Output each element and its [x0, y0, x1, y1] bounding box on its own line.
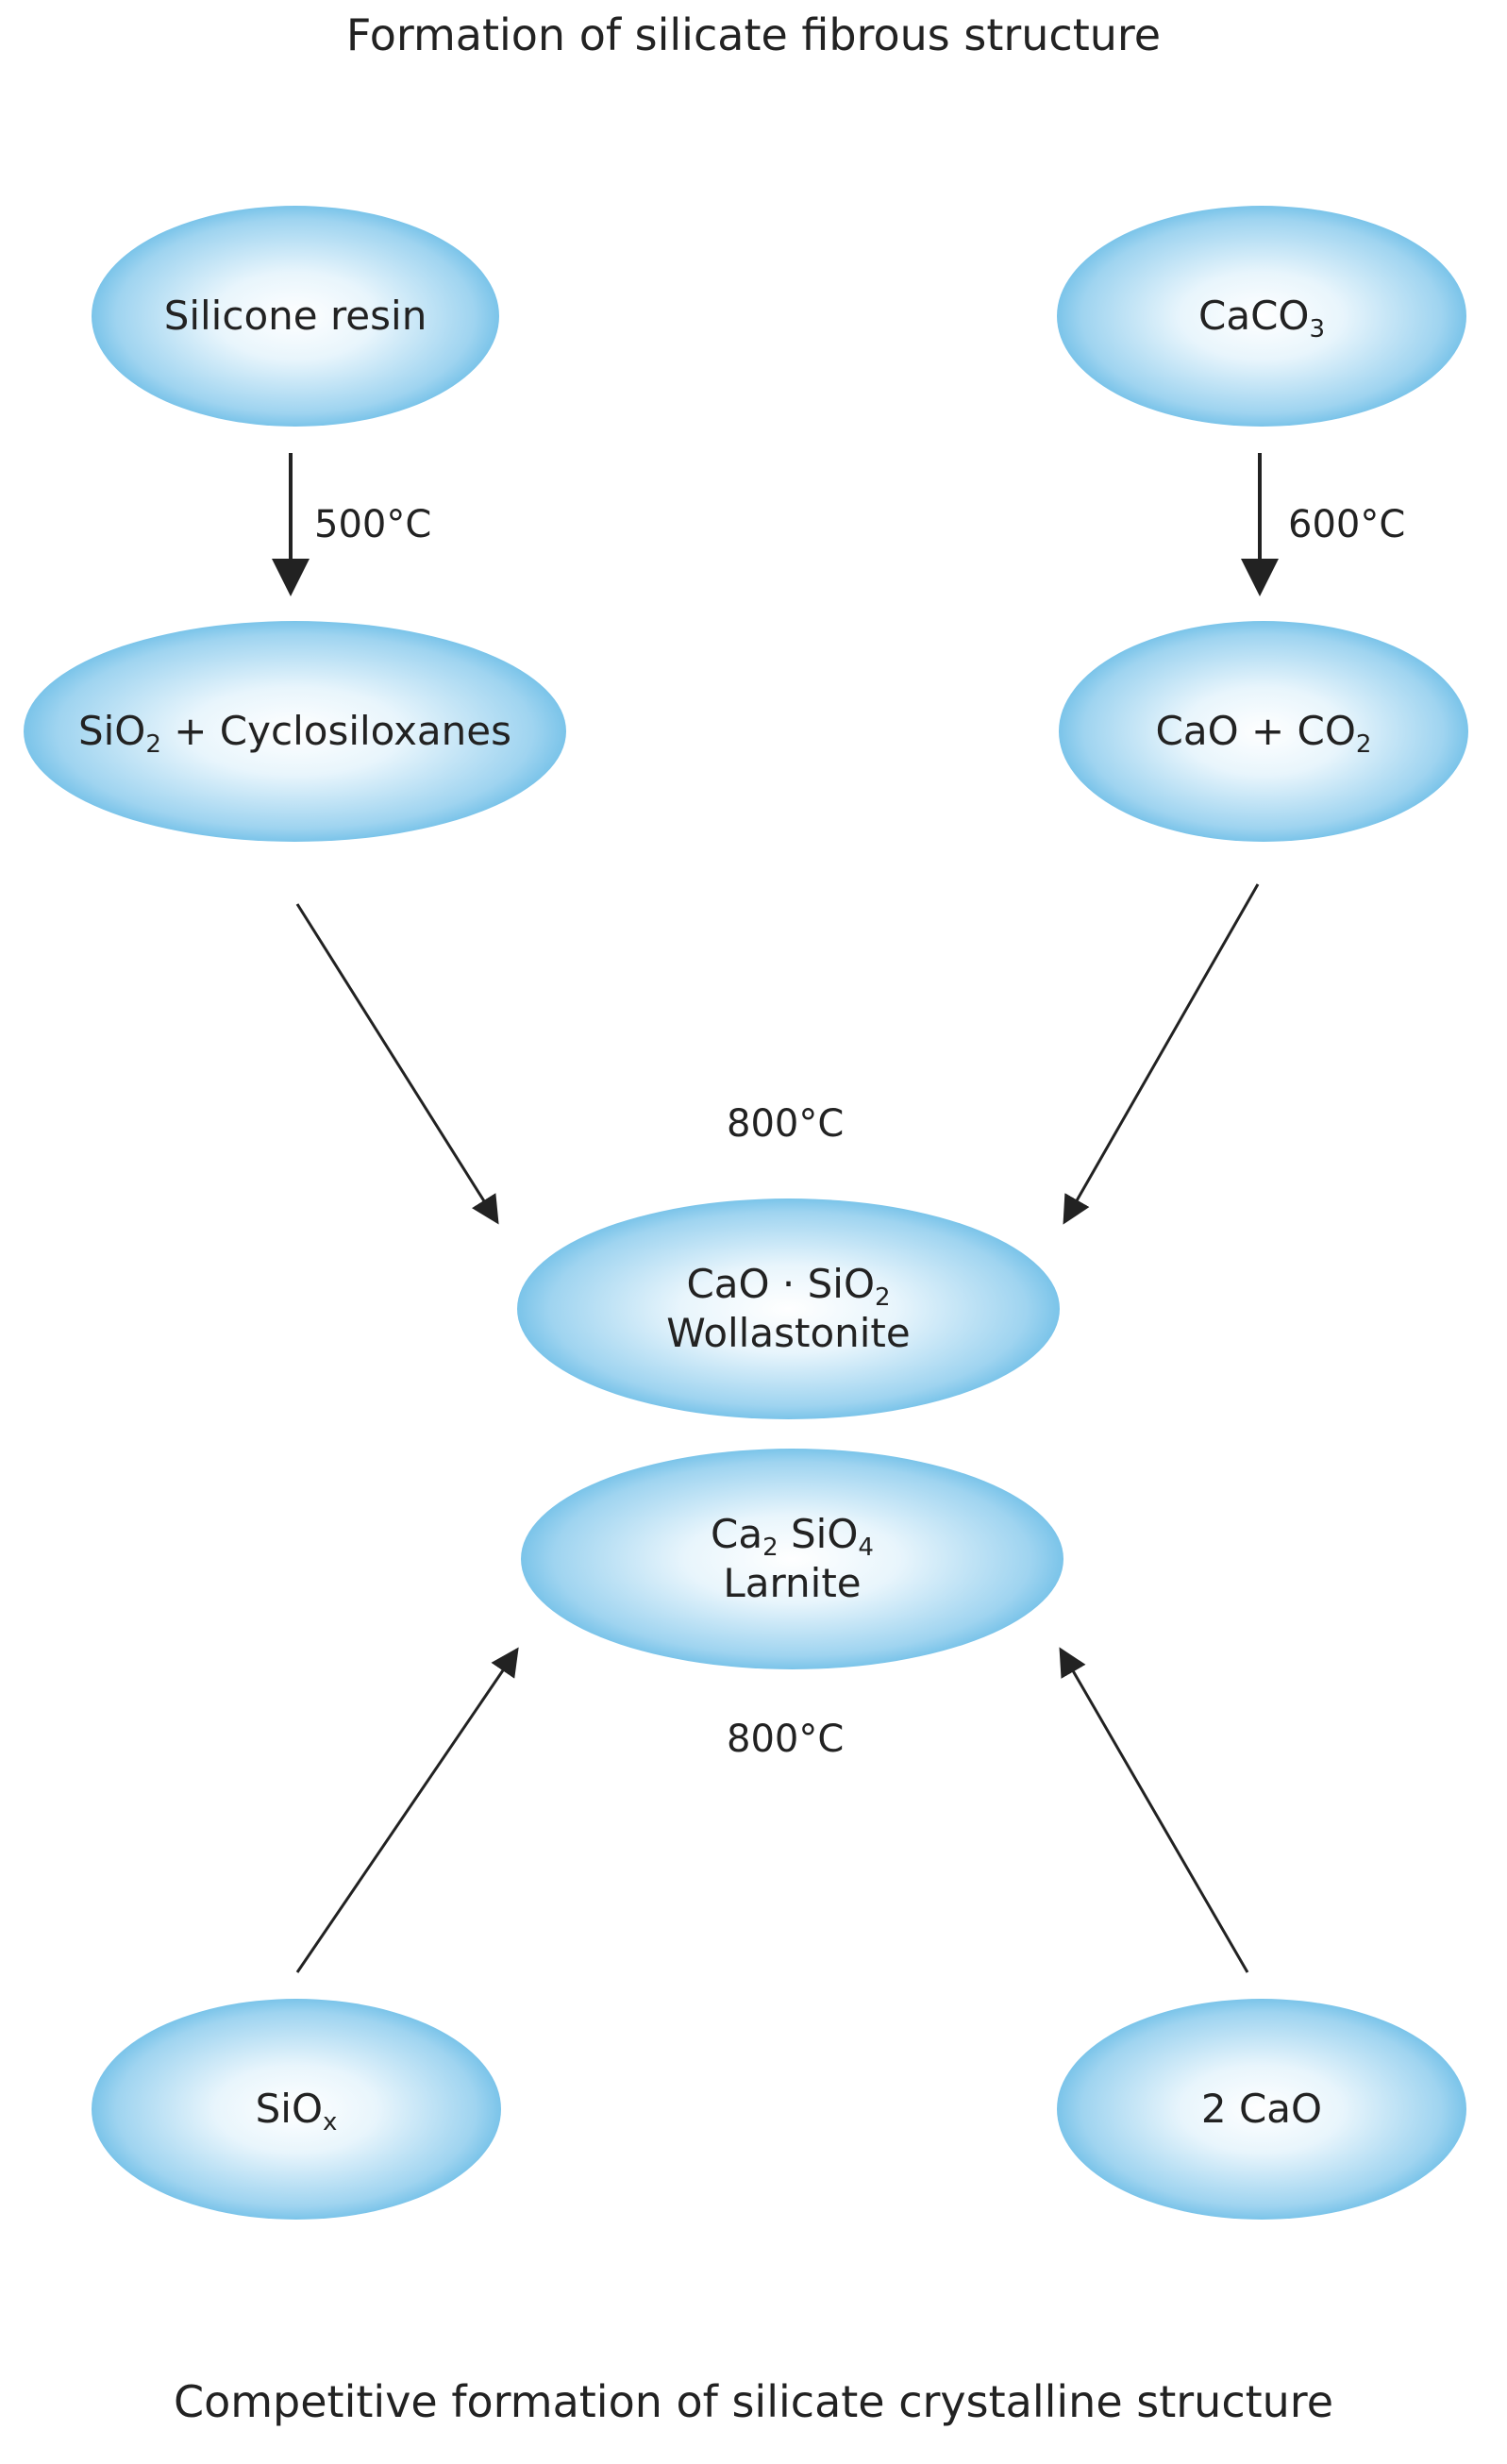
bottom-caption: Competitive formation of silicate crysta…	[173, 2376, 1334, 2427]
wollastonite-formula-sub: 2	[875, 1282, 891, 1312]
node-caco3-formula: CaCO3	[1198, 292, 1325, 342]
sio2-sub: 2	[145, 729, 161, 759]
temperature-500: 500°C	[314, 503, 432, 546]
arrow-cao-to-wollastonite	[1063, 883, 1260, 1225]
wollastonite-formula: CaO · SiO2	[686, 1260, 890, 1310]
node-caco3: CaCO3	[1057, 206, 1466, 427]
siox-sub: x	[323, 2107, 338, 2137]
node-cao-co2: CaO + CO2	[1059, 621, 1468, 842]
larnite-name: Larnite	[723, 1560, 862, 1606]
larnite-formula-a: Ca	[711, 1510, 763, 1557]
node-2cao: 2 CaO	[1057, 1999, 1466, 2220]
node-2cao-label: 2 CaO	[1200, 2085, 1323, 2132]
node-larnite: Ca2 SiO4 Larnite	[521, 1449, 1063, 1669]
cao-co2-main: CaO + CO	[1155, 707, 1356, 754]
caco3-sub: 3	[1309, 314, 1325, 344]
wollastonite-formula-main: CaO · SiO	[686, 1260, 875, 1307]
arrow-siox-to-larnite	[295, 1647, 519, 1973]
sio2-rest: + Cyclosiloxanes	[174, 707, 512, 754]
larnite-formula: Ca2 SiO4	[711, 1510, 874, 1560]
larnite-formula-a-sub: 2	[762, 1533, 779, 1562]
cao-co2-sub: 2	[1355, 729, 1372, 759]
wollastonite-name: Wollastonite	[666, 1310, 911, 1356]
arrow-2cao-to-larnite	[1059, 1647, 1249, 1973]
node-silicone-resin-label: Silicone resin	[163, 292, 427, 339]
node-sio2-cyclosiloxanes: SiO2 + Cyclosiloxanes	[24, 621, 566, 842]
temperature-800-bottom: 800°C	[727, 1718, 845, 1761]
node-siox: SiOx	[92, 1999, 501, 2220]
node-siox-formula: SiOx	[256, 2085, 338, 2135]
node-cao-co2-formula: CaO + CO2	[1156, 707, 1372, 757]
node-silicone-resin: Silicone resin	[92, 206, 499, 427]
temperature-600: 600°C	[1288, 503, 1406, 546]
top-caption: Formation of silicate fibrous structure	[345, 9, 1162, 60]
temperature-800-top: 800°C	[727, 1102, 845, 1146]
node-wollastonite: CaO · SiO2 Wollastonite	[517, 1198, 1060, 1419]
siox-main: SiO	[255, 2085, 323, 2132]
larnite-formula-b: SiO	[778, 1510, 859, 1557]
larnite-formula-b-sub: 4	[858, 1533, 874, 1562]
sio2-main: SiO	[77, 707, 146, 754]
node-sio2-formula: SiO2 + Cyclosiloxanes	[78, 707, 511, 757]
arrow-sio2-to-wollastonite	[295, 903, 499, 1225]
caco3-main: CaCO	[1198, 292, 1310, 339]
